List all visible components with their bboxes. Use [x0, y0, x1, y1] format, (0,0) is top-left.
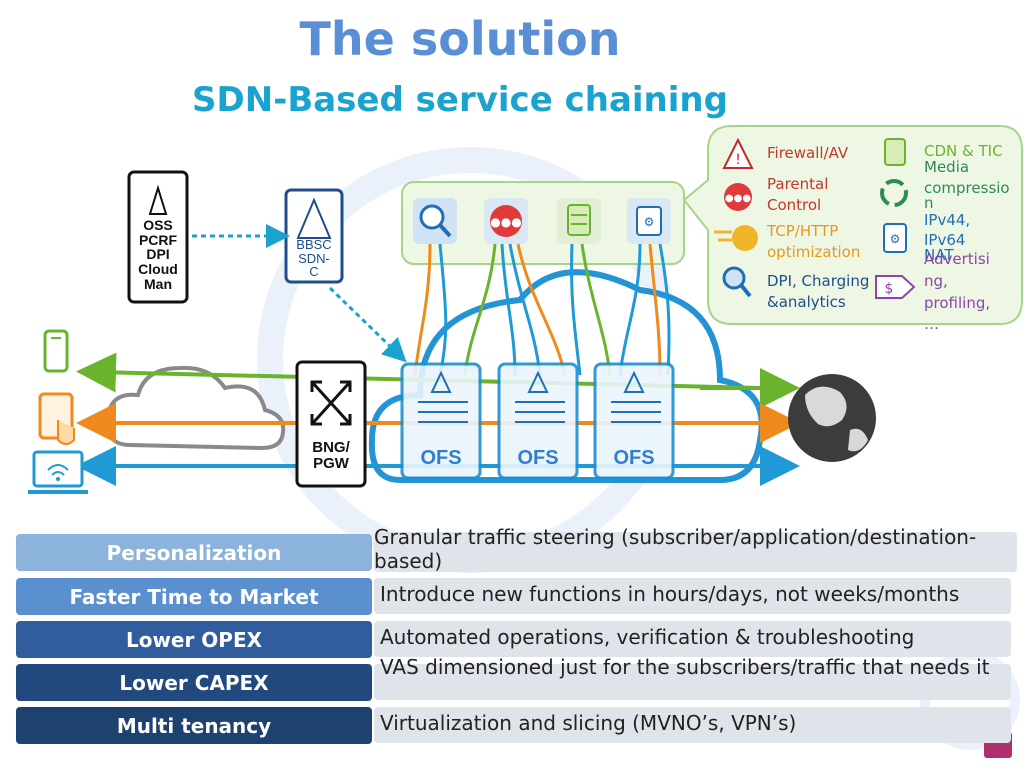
media-line-3: n	[924, 194, 934, 212]
parental-line-1: Parental	[767, 175, 829, 193]
tablet-touch-icon	[38, 392, 75, 445]
tcp-line-2: optimization	[767, 243, 861, 261]
oss-triangle-icon	[148, 184, 168, 215]
dpi-icon	[413, 198, 457, 244]
oss-label: OSS PCRF DPI Cloud Man	[129, 218, 187, 291]
svg-text:$: $	[885, 281, 894, 297]
service-chain-flows	[413, 243, 671, 376]
pcrf-line: PCRF	[138, 231, 178, 248]
slide-subtitle: SDN-Based service chaining	[192, 80, 728, 120]
svg-text:●●●: ●●●	[490, 215, 521, 229]
bng-box	[295, 360, 367, 488]
ofs-label-2: OFS	[517, 447, 559, 469]
ofs-label-3: OFS	[613, 447, 655, 469]
benefit-label-capex: Lower CAPEX	[16, 664, 372, 701]
man-line: Man	[144, 275, 172, 292]
benefit-description-text: Granular traffic steering (subscriber/ap…	[374, 525, 977, 573]
benefit-description-capex-text: VAS dimensioned just for the subscribers…	[380, 655, 990, 679]
bng-label: BNG/ PGW	[297, 440, 365, 472]
c-line: C	[309, 264, 319, 280]
advert-line-4: …	[924, 315, 939, 334]
svg-text:⚙: ⚙	[890, 232, 901, 246]
parental-control-icon: ●●●	[484, 198, 528, 244]
dpi-small-icon	[722, 266, 752, 298]
ofs-switch-3	[593, 362, 675, 480]
benefit-description-time-to-market: Introduce new functions in hours/days, n…	[374, 578, 1011, 614]
media-label: Media compressio n	[924, 157, 1010, 214]
cdn-icon	[557, 198, 601, 244]
ofs-switch-1	[400, 362, 482, 480]
advert-line-2: ng,	[924, 271, 948, 290]
media-line-2: compressio	[924, 179, 1010, 197]
advert-line-1: Advertisi	[924, 250, 990, 268]
benefit-label-personalization: Personalization	[16, 534, 372, 571]
ipv-line-1: IPv44,	[924, 211, 971, 229]
media-compression-icon	[880, 179, 908, 207]
tcp-label: TCP/HTTP optimization	[767, 221, 860, 263]
svg-text:!: !	[735, 152, 741, 168]
benefit-description-opex: Automated operations, verification & tro…	[374, 621, 1011, 657]
parental-icon-small: ●●●	[724, 183, 752, 211]
svg-text:●●●: ●●●	[725, 193, 751, 204]
tcp-line-1: TCP/HTTP	[767, 222, 839, 240]
benefit-label-multi-tenancy: Multi tenancy	[16, 707, 372, 744]
ofs-label-1: OFS	[420, 447, 462, 469]
cloud-line: Cloud	[138, 261, 178, 278]
ofs-switch-2	[497, 362, 579, 480]
function-icons-panel	[401, 181, 685, 265]
smartphone-icon	[43, 329, 69, 373]
ipv-label: IPv44, IPv64 NAT	[924, 210, 970, 265]
dpi-label: DPI, Charging &analytics	[767, 271, 869, 313]
bbsc-line: BBSC	[296, 237, 332, 252]
functions-callout	[682, 125, 1023, 325]
parental-line-2: Control	[767, 196, 822, 214]
oss-line: OSS	[143, 217, 173, 233]
ipv-line-2: IPv64	[924, 231, 966, 250]
firewall-label: Firewall/AV	[767, 144, 849, 162]
cdn-small-icon	[884, 138, 906, 166]
benefit-label-opex: Lower OPEX	[16, 621, 372, 658]
firewall-warning-icon: !	[722, 137, 754, 169]
advertising-tag-icon: $	[875, 275, 916, 299]
sdn-line: SDN-	[298, 250, 330, 266]
benefit-description-personalization: Granular traffic steering (subscriber/ap…	[374, 525, 1017, 572]
svg-text:⚙: ⚙	[644, 215, 655, 229]
internet-globe-icon	[788, 374, 876, 462]
benefit-description-multi-tenancy: Virtualization and slicing (MVNO’s, VPN’…	[374, 707, 1011, 743]
optimization-globe-icon	[714, 225, 758, 251]
advert-line-3: profiling,	[924, 293, 991, 312]
access-cloud	[105, 365, 286, 451]
advertising-label: Advertisi ng, profiling, …	[924, 249, 990, 336]
benefit-label-time-to-market: Faster Time to Market	[16, 578, 372, 615]
dpi-line-2: &analytics	[767, 293, 846, 311]
ipv-line-3: NAT	[924, 245, 954, 264]
bbsc-to-ofs-arrow	[328, 286, 407, 363]
bbsc-triangle-icon	[296, 197, 332, 239]
benefit-description-capex: VAS dimensioned just for the subscribers…	[374, 656, 1011, 700]
cdn-label: CDN & TIC	[924, 142, 1003, 160]
slide-title: The solution	[299, 12, 621, 66]
oss-box	[127, 170, 189, 304]
router-arrows-icon	[310, 380, 352, 426]
media-line-1: Media	[924, 158, 970, 176]
nat-small-icon: ⚙	[883, 223, 907, 253]
bbsc-label: BBSC SDN- C	[286, 238, 342, 279]
laptop-wifi-icon	[28, 450, 88, 494]
nat-icon: ⚙	[627, 198, 671, 244]
dpi-line: DPI	[146, 246, 170, 263]
bng-line: BNG/	[312, 439, 350, 456]
dpi-line-1: DPI, Charging	[767, 272, 870, 290]
pgw-line: PGW	[313, 454, 349, 472]
parental-label: Parental Control	[767, 174, 828, 216]
